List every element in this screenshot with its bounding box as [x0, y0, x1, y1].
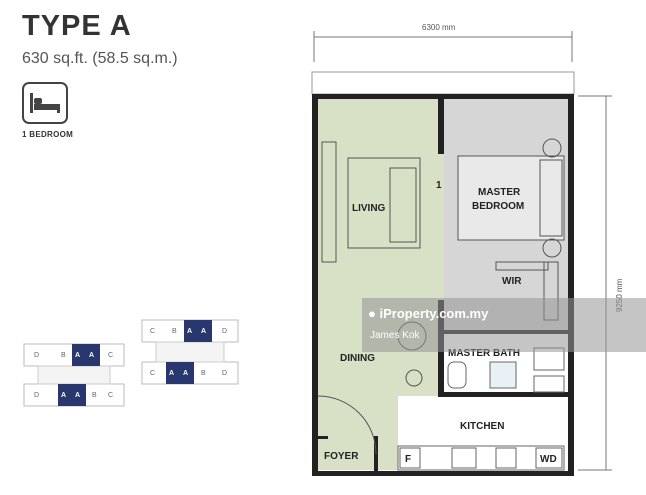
- key-unit-label: D: [222, 328, 227, 335]
- room-label-master-bath: MASTER BATH: [448, 348, 520, 359]
- key-unit-label: D: [34, 392, 39, 399]
- room-label-foyer: FOYER: [324, 451, 359, 462]
- watermark-agent: James Kok: [370, 330, 420, 341]
- key-unit-label-selected: A: [201, 328, 206, 335]
- bath-fixtures: [447, 347, 565, 393]
- room-label-kitchen: KITCHEN: [460, 421, 504, 432]
- key-unit-label-selected: A: [75, 352, 80, 359]
- bed-icon: [22, 82, 68, 124]
- key-unit-label: D: [34, 352, 39, 359]
- key-unit-label-selected: A: [169, 370, 174, 377]
- watermark-brand: ● iProperty.com.my: [368, 306, 488, 321]
- key-unit-label: C: [150, 328, 155, 335]
- entry-door-swing: [317, 395, 377, 455]
- room-label-master-bedroom-line2: BEDROOM: [472, 201, 524, 212]
- room-label-fridge: F: [405, 454, 411, 465]
- room-label-master-bedroom-line1: MASTER: [478, 187, 521, 198]
- key-unit-label: C: [108, 392, 113, 399]
- balcony-outline: [311, 71, 575, 95]
- room-label-wd: WD: [540, 454, 557, 465]
- key-unit-label: D: [222, 370, 227, 377]
- key-unit-label-selected: A: [89, 352, 94, 359]
- watermark-brand-text: iProperty.com.my: [379, 306, 489, 321]
- key-unit-label: B: [61, 352, 66, 359]
- key-unit-label-selected: A: [187, 328, 192, 335]
- bedroom-count-label: 1 BEDROOM: [22, 130, 74, 139]
- room-label-living: LIVING: [352, 203, 386, 214]
- watermark-banner: [362, 298, 646, 352]
- key-unit-label: C: [150, 370, 155, 377]
- bedroom-furniture: [457, 138, 565, 321]
- key-plan-right: C B A A D C A A B D: [141, 319, 239, 385]
- room-label-dining: DINING: [340, 353, 375, 364]
- kitchen-fixtures: [397, 445, 565, 471]
- key-unit-label-selected: A: [61, 392, 66, 399]
- door-marker: 1: [436, 180, 442, 191]
- location-pin-icon: ●: [368, 306, 376, 321]
- key-unit-label-selected: A: [75, 392, 80, 399]
- room-label-wir: WIR: [502, 276, 522, 287]
- key-unit-label: B: [172, 328, 177, 335]
- key-plan-left: D B A A C D A A B C: [23, 343, 125, 407]
- width-dimension-label: 6300 mm: [422, 23, 456, 32]
- key-unit-label: B: [92, 392, 97, 399]
- key-unit-label: C: [108, 352, 113, 359]
- living-furniture: [321, 141, 421, 263]
- unit-type-title: TYPE A: [22, 10, 132, 42]
- kitchen-area: [398, 396, 568, 470]
- unit-size-text: 630 sq.ft. (58.5 sq.m.): [22, 50, 178, 67]
- height-dimension-label: 9250 mm: [615, 278, 624, 312]
- height-dimension: 9250 mm: [578, 95, 624, 471]
- key-unit-label-selected: A: [183, 370, 188, 377]
- width-dimension: 6300 mm: [313, 23, 573, 62]
- key-unit-label: B: [201, 370, 206, 377]
